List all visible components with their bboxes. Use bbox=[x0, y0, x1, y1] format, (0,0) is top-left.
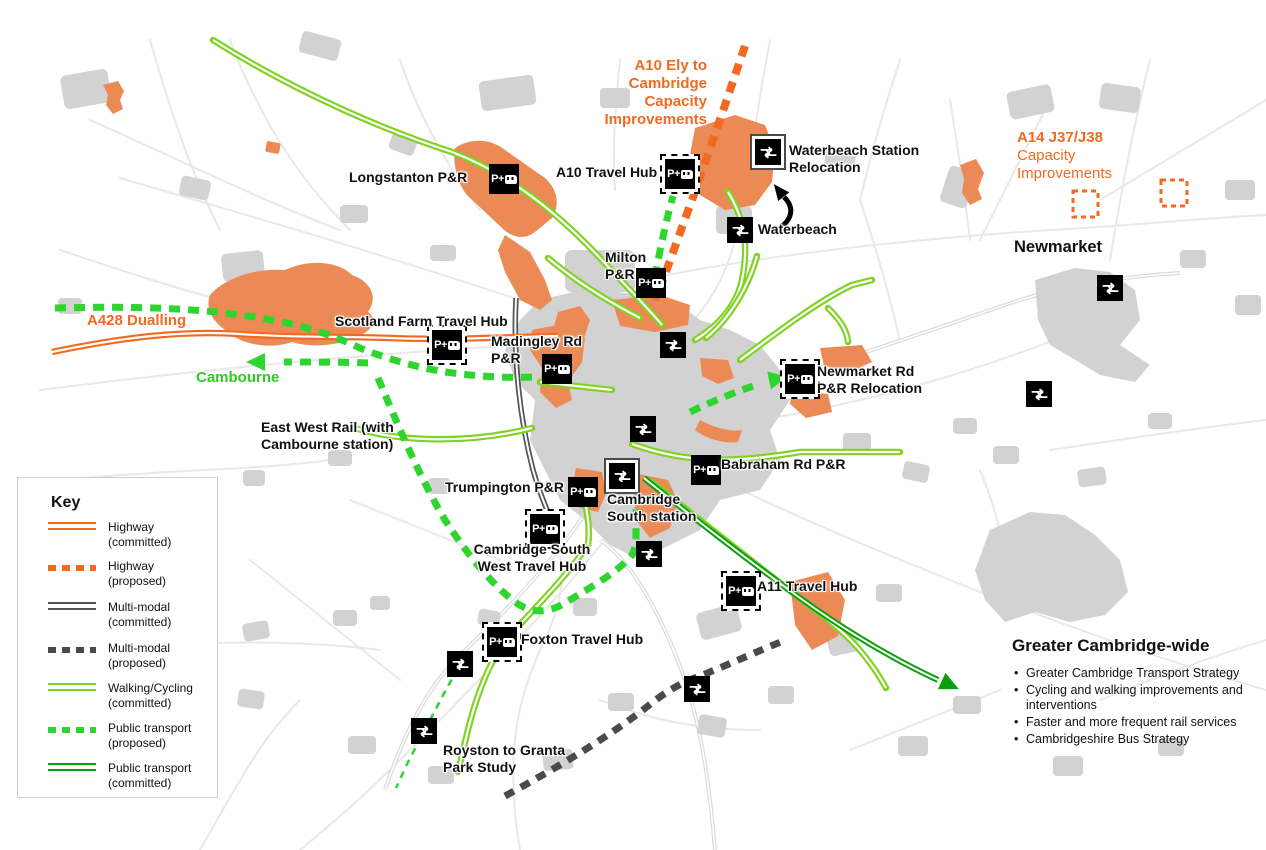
label-a14-scheme: A14 J37/J38 Capacity Improvements bbox=[1017, 129, 1113, 182]
greater-cambridge-notes: Greater Cambridge-wide Greater Cambridge… bbox=[1012, 636, 1244, 749]
key-item-multi-modal-proposed: Multi-modal(proposed) bbox=[48, 641, 170, 670]
label-newmarket-rd-pr-relocation: Newmarket Rd P&R Relocation bbox=[817, 363, 923, 396]
bus-icon bbox=[651, 278, 664, 288]
label-waterbeach: Waterbeach bbox=[758, 221, 837, 237]
park-and-ride-proposed-icon-newmarket-rd: P+ bbox=[780, 359, 820, 399]
park-and-ride-icon-milton: P+ bbox=[636, 268, 666, 298]
travel-hub-proposed-icon-cambridge-south-west: P+ bbox=[525, 509, 565, 549]
rail-station-icon-cambridge-north bbox=[660, 332, 686, 358]
notes-bullet: Cycling and walking improvements and int… bbox=[1012, 683, 1244, 713]
travel-hub-proposed-icon-a10: P+ bbox=[660, 154, 700, 194]
key-item-highway-proposed: Highway(proposed) bbox=[48, 559, 166, 588]
notes-bullet: Faster and more frequent rail services bbox=[1012, 715, 1244, 730]
travel-hub-proposed-icon-scotland-farm: P+ bbox=[427, 325, 467, 365]
rail-station-icon-whittlesford bbox=[684, 676, 710, 702]
notes-bullet-list: Greater Cambridge Transport Strategy Cyc… bbox=[1012, 666, 1244, 747]
bus-icon bbox=[741, 586, 754, 596]
label-royston-granta-park-study: Royston to Granta Park Study bbox=[443, 742, 566, 775]
a14-junction-j38-box bbox=[1159, 178, 1189, 208]
park-and-ride-icon-madingley: P+ bbox=[542, 354, 572, 384]
label-newmarket: Newmarket bbox=[1014, 238, 1103, 256]
label-east-west-rail: East West Rail (with Cambourne station) bbox=[261, 419, 394, 452]
route-a10-highway-proposed bbox=[651, 44, 1189, 302]
key-item-public-transport-proposed: Public transport(proposed) bbox=[48, 721, 191, 750]
key-swatch-public-transport-proposed bbox=[48, 727, 96, 733]
label-cambourne: Cambourne bbox=[196, 369, 280, 386]
label-foxton-travel-hub: Foxton Travel Hub bbox=[521, 631, 644, 647]
bus-icon bbox=[447, 340, 460, 350]
rail-station-icon-shelford bbox=[636, 541, 662, 567]
bus-icon bbox=[545, 524, 558, 534]
bus-icon bbox=[706, 465, 719, 475]
rail-station-relocation-icon-waterbeach bbox=[750, 134, 786, 170]
label-cambridge-south-west-travel-hub: Cambridge South West Travel Hub bbox=[473, 541, 591, 574]
route-royston-granta-multi-modal-proposed bbox=[503, 636, 788, 800]
label-scotland-farm-travel-hub: Scotland Farm Travel Hub bbox=[335, 313, 508, 329]
rail-station-icon-cambridge bbox=[630, 416, 656, 442]
label-trumpington-pr: Trumpington P&R bbox=[445, 479, 564, 495]
key-swatch-highway-committed bbox=[48, 522, 96, 530]
rail-station-icon-shepreth bbox=[411, 718, 437, 744]
bus-icon bbox=[800, 374, 813, 384]
notes-bullet: Cambridgeshire Bus Strategy bbox=[1012, 732, 1244, 747]
key-item-highway-committed: Highway(committed) bbox=[48, 520, 171, 549]
notes-title: Greater Cambridge-wide bbox=[1012, 636, 1210, 655]
key-item-public-transport-committed: Public transport(committed) bbox=[48, 761, 191, 790]
rail-station-icon-cambridge-south bbox=[604, 458, 640, 494]
label-madingley-rd-pr: Madingley Rd P&R bbox=[491, 333, 583, 366]
label-waterbeach-station-relocation: Waterbeach Station Relocation bbox=[789, 142, 920, 175]
park-and-ride-icon-longstanton: P+ bbox=[489, 164, 519, 194]
bus-icon bbox=[583, 487, 596, 497]
key-swatch-public-transport-committed bbox=[48, 763, 96, 771]
key-swatch-highway-proposed bbox=[48, 565, 96, 571]
key-item-multi-modal-committed: Multi-modal(committed) bbox=[48, 600, 171, 629]
travel-hub-proposed-icon-a11: P+ bbox=[721, 571, 761, 611]
a14-junction-j37-box bbox=[1071, 189, 1100, 219]
waterbeach-relocation-arrow bbox=[770, 184, 794, 235]
label-babraham-rd-pr: Babraham Rd P&R bbox=[721, 456, 846, 472]
label-a11-travel-hub: A11 Travel Hub bbox=[757, 578, 858, 594]
label-a10-travel-hub: A10 Travel Hub bbox=[556, 164, 658, 180]
bus-icon bbox=[504, 174, 517, 184]
key-title: Key bbox=[51, 494, 81, 511]
route-public-transport-committed bbox=[644, 478, 959, 690]
rail-station-icon-dullingham bbox=[1026, 381, 1052, 407]
notes-bullet: Greater Cambridge Transport Strategy bbox=[1012, 666, 1244, 681]
rail-station-icon-newmarket bbox=[1097, 275, 1123, 301]
map-key: Key Highway(committed) Highway(proposed)… bbox=[17, 477, 218, 798]
travel-hub-proposed-icon-foxton: P+ bbox=[482, 622, 522, 662]
bus-icon bbox=[502, 637, 515, 647]
rail-station-icon-waterbeach bbox=[727, 217, 753, 243]
bus-icon bbox=[557, 364, 570, 374]
park-and-ride-icon-trumpington: P+ bbox=[568, 477, 598, 507]
label-milton-pr: Milton P&R bbox=[605, 249, 647, 282]
rail-station-icon-foxton bbox=[447, 651, 473, 677]
label-a428-dualling: A428 Dualling bbox=[87, 312, 187, 329]
label-a10-scheme: A10 Ely to Cambridge Capacity Improvemen… bbox=[604, 57, 707, 128]
park-and-ride-icon-babraham: P+ bbox=[691, 455, 721, 485]
label-cambridge-south-station: Cambridge South station bbox=[607, 491, 697, 524]
key-swatch-multi-modal-committed bbox=[48, 602, 96, 610]
label-longstanton-pr: Longstanton P&R bbox=[349, 169, 468, 185]
key-swatch-walking-cycling-committed bbox=[48, 683, 96, 691]
key-swatch-multi-modal-proposed bbox=[48, 647, 96, 653]
key-item-walking-cycling-committed: Walking/Cycling(committed) bbox=[48, 681, 193, 710]
bus-icon bbox=[680, 169, 693, 179]
